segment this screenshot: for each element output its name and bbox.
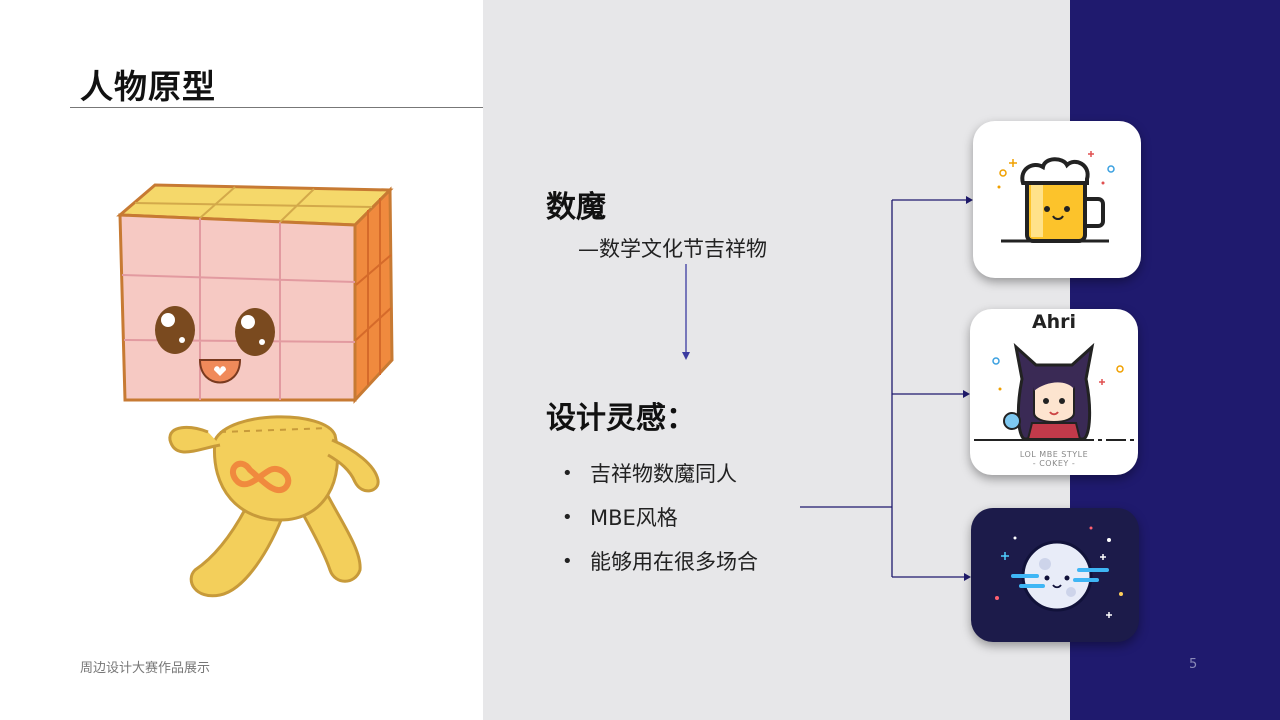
footer-text: 周边设计大赛作品展示	[80, 661, 211, 676]
beer-mug-icon	[997, 151, 1115, 243]
moon-icon-card	[971, 508, 1139, 642]
ahri-caption: LOL MBE STYLE	[1019, 450, 1089, 459]
beer-icon-card	[973, 121, 1141, 278]
bullet-icon: •	[562, 506, 573, 528]
mascot-illustration	[116, 183, 394, 598]
page-number: 5	[1189, 657, 1198, 672]
mascot-name-heading: 数魔	[546, 190, 606, 225]
design-inspiration-heading: 设计灵感：	[546, 401, 696, 436]
inspiration-list: • 吉祥物数魔同人 • MBE风格 • 能够用在很多场合	[562, 451, 758, 583]
ahri-title: Ahri	[1031, 311, 1077, 333]
ahri-caption-author: - COKEY -	[1032, 459, 1076, 468]
bullet-icon: •	[562, 550, 573, 572]
mascot-subtitle: —数学文化节吉祥物	[578, 237, 767, 261]
list-item: • MBE风格	[562, 495, 758, 539]
title-underline	[70, 107, 483, 108]
bullet-icon: •	[562, 462, 573, 484]
ahri-icon-card: Ahri LOL MBE STYLE - COKEY -	[970, 309, 1138, 475]
ahri-character-icon	[974, 342, 1134, 441]
list-item-text: 能够用在很多场合	[590, 550, 758, 574]
down-arrow-icon	[682, 264, 690, 360]
list-item-text: MBE风格	[590, 506, 678, 530]
moon-icon	[995, 526, 1123, 618]
slide-title: 人物原型	[80, 67, 216, 106]
list-item: • 能够用在很多场合	[562, 539, 758, 583]
list-item-text: 吉祥物数魔同人	[590, 462, 737, 486]
list-item: • 吉祥物数魔同人	[562, 451, 758, 495]
